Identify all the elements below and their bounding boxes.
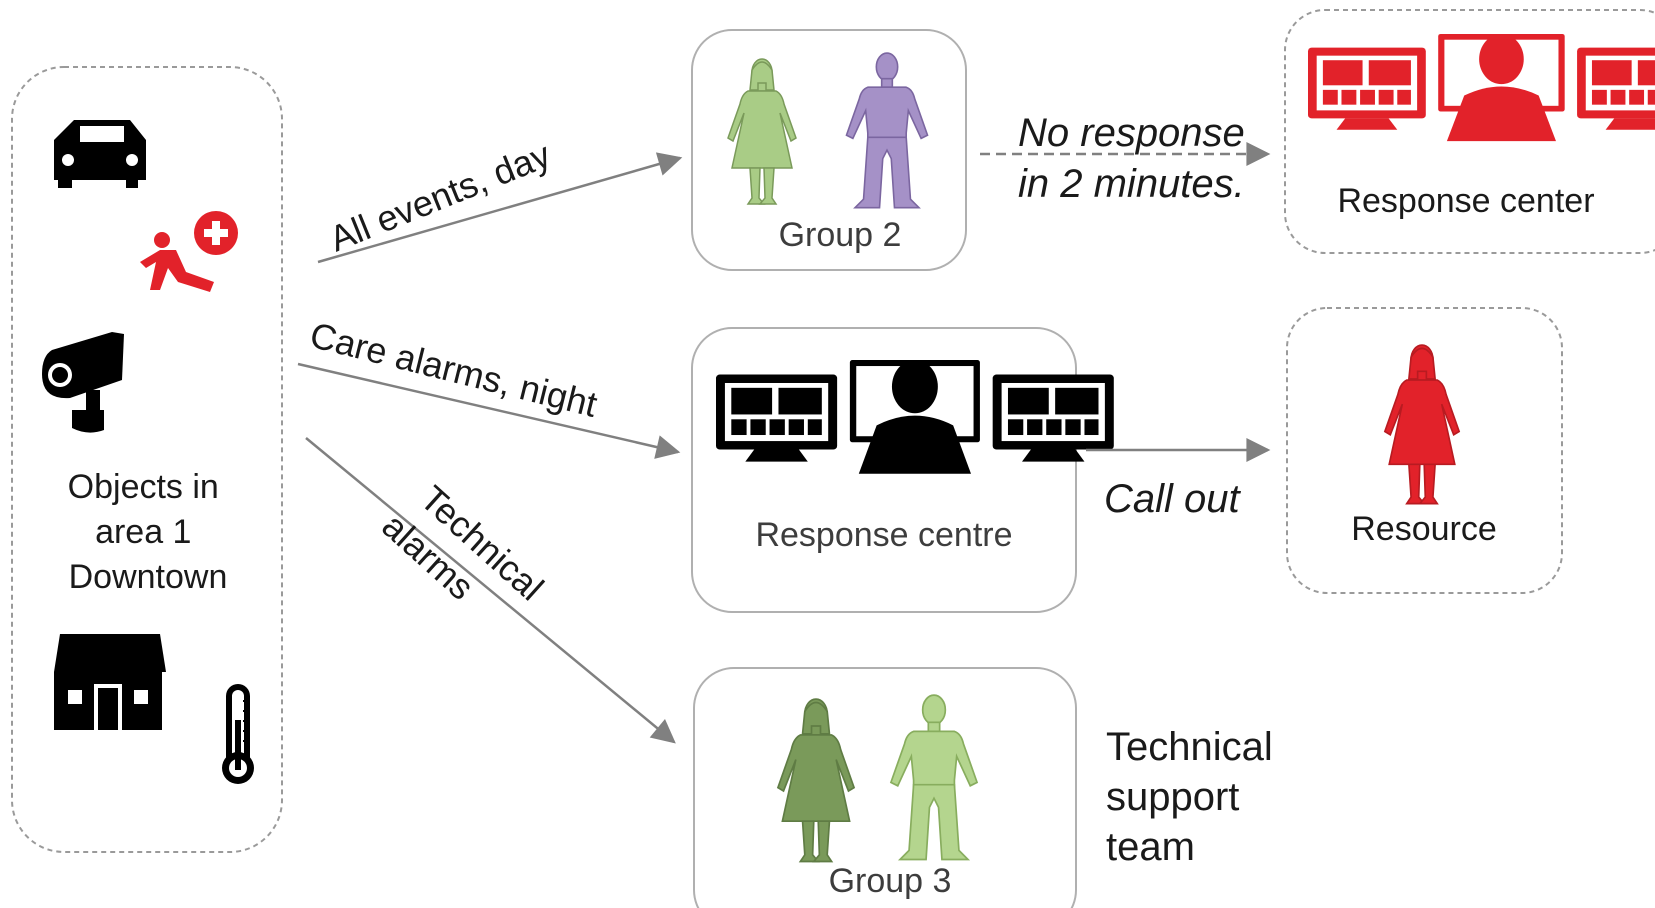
response-centre-box: [691, 327, 1077, 613]
building-icon: [54, 634, 166, 730]
care-alarms-night-label: Care alarms, night: [306, 314, 601, 425]
woman-icon: [727, 58, 797, 205]
source-objects-box: [11, 66, 283, 853]
response-center-box: [1284, 9, 1655, 254]
man-icon: [845, 52, 929, 209]
woman-icon: [777, 698, 855, 863]
response-centre-label: Response centre: [755, 516, 1012, 554]
resource-box: [1286, 307, 1563, 594]
man-icon: [890, 694, 978, 861]
no-response-label: No response in 2 minutes.: [1018, 111, 1256, 206]
resource-label: Resource: [1351, 510, 1497, 548]
all-events-day-label: All events, day: [324, 134, 556, 260]
fall-alarm-icon: [140, 211, 238, 292]
thermometer-icon: [222, 684, 254, 784]
group2-box: [691, 29, 967, 271]
group3-label: Group 3: [829, 862, 952, 900]
operator-workstation-icon: [716, 360, 1114, 474]
woman-icon: [1384, 344, 1460, 505]
security-camera-icon: [42, 332, 124, 433]
arrow-technical-alarms: [305, 437, 676, 744]
call-out-label: Call out: [1104, 477, 1242, 521]
group3-box: [693, 667, 1077, 908]
car-icon: [54, 120, 146, 188]
technical-support-team-label: Technical support team: [1106, 725, 1284, 869]
source-label: Objects in area 1 Downtown: [68, 468, 229, 596]
arrow-care-alarms-night: [297, 362, 681, 459]
arrow-all-events-day: [317, 152, 683, 264]
operator-workstation-icon: [1308, 34, 1655, 141]
technical-alarms-label: Technical alarms: [374, 471, 559, 649]
response-center-label: Response center: [1337, 182, 1594, 220]
group2-label: Group 2: [779, 216, 902, 254]
